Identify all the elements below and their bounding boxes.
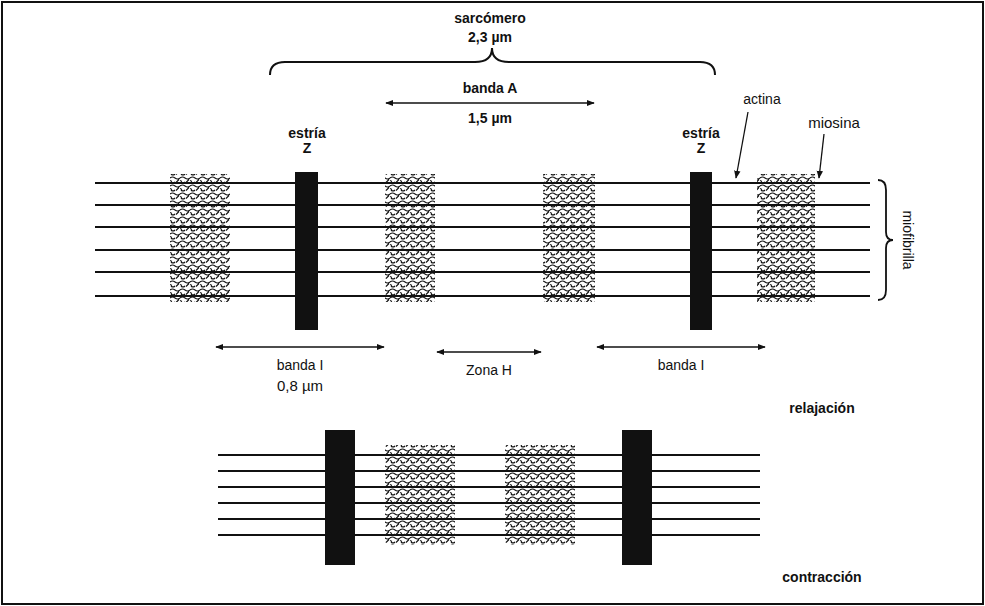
z-line <box>622 430 652 565</box>
band-name: banda I <box>658 357 705 373</box>
myofibril-brace <box>878 180 893 300</box>
band-name: banda A <box>463 80 518 96</box>
filament-line <box>95 182 870 184</box>
zone-h-arrow <box>437 351 541 353</box>
myosin-filament <box>170 174 230 302</box>
state-name: relajación <box>789 400 854 416</box>
filament-line <box>95 204 870 206</box>
sarcomere-brace <box>270 48 715 75</box>
myosin-filament <box>385 174 435 302</box>
filament-name: actina <box>743 91 780 107</box>
filament-line <box>218 454 760 456</box>
band-a-arrow <box>386 102 594 104</box>
state-name: contracción <box>782 569 861 585</box>
dimension: 1,5 µm <box>468 110 512 126</box>
z-line-name: estría Z <box>682 126 719 157</box>
band-i-arrow <box>597 346 765 348</box>
filament-name: miosina <box>808 114 860 131</box>
dimension: 0,8 µm <box>277 377 323 394</box>
zone-name: Zona H <box>466 362 512 378</box>
myosin-filament <box>505 445 575 545</box>
z-line <box>690 172 712 330</box>
filament-line <box>95 226 870 228</box>
filament-line <box>95 271 870 273</box>
filament-line <box>218 534 760 536</box>
leader-line <box>736 112 748 178</box>
structure-name: miofibrilla <box>900 210 916 269</box>
filament-line <box>218 470 760 472</box>
myosin-filament <box>543 174 595 302</box>
filament-line <box>95 295 870 297</box>
structure-name: sarcómero <box>454 10 526 26</box>
dimension: 2,3 µm <box>468 29 512 45</box>
z-line <box>295 172 318 330</box>
myosin-filament <box>385 445 455 545</box>
band-i-arrow <box>216 346 384 348</box>
leader-line <box>819 134 824 178</box>
filament-lines <box>95 183 870 296</box>
filament-line <box>218 518 760 520</box>
filament-line <box>218 502 760 504</box>
myosin-filament <box>757 174 815 302</box>
filament-line <box>95 249 870 251</box>
filament-lines <box>218 455 760 535</box>
z-line <box>325 430 355 565</box>
z-line-name: estría Z <box>288 126 325 157</box>
filament-line <box>218 486 760 488</box>
band-name: banda I <box>277 357 324 373</box>
